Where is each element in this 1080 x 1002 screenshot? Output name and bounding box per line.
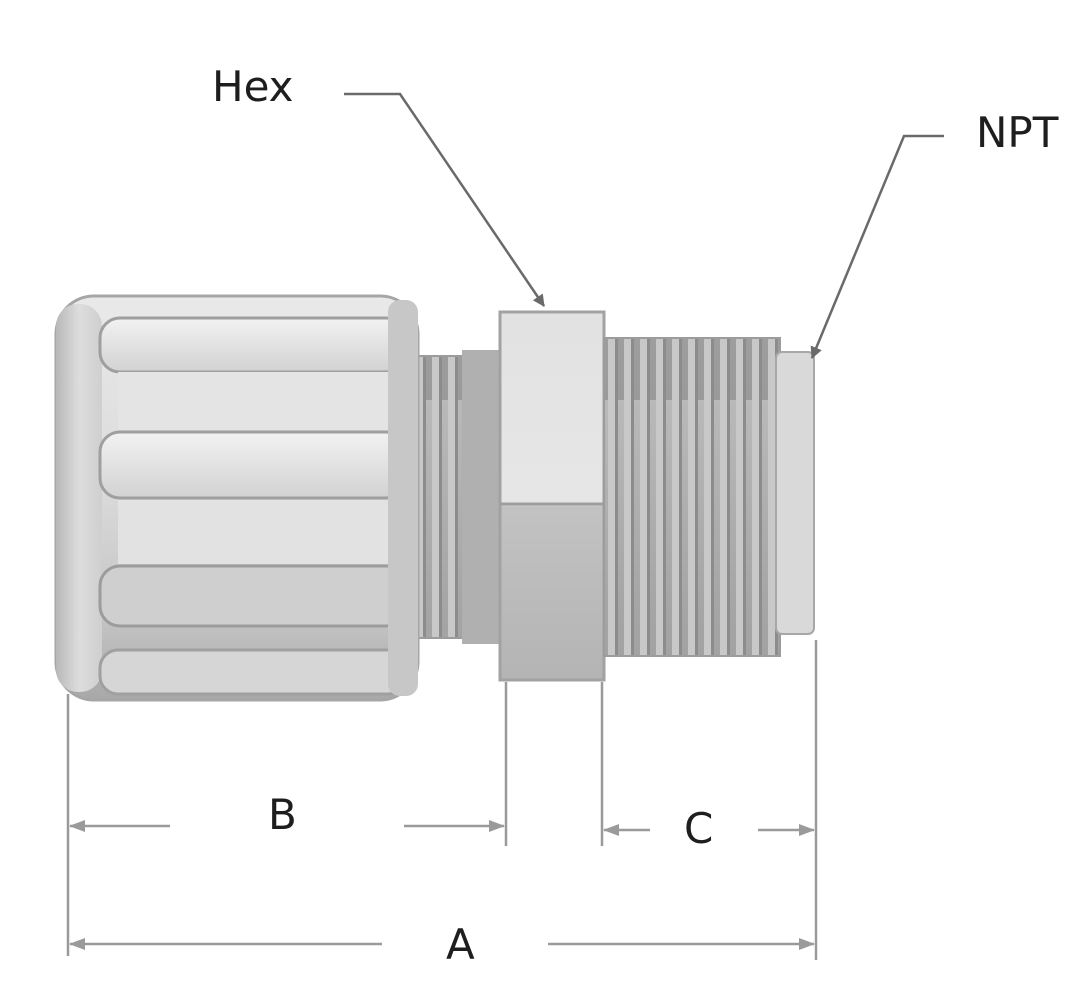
- npt-leader-line: [810, 134, 944, 359]
- npt-thread: [603, 337, 815, 657]
- hex-body: [498, 310, 606, 682]
- compression-fitting-illustration: [54, 294, 815, 702]
- dimension-b-label: B: [268, 790, 297, 839]
- leader-lines: [344, 92, 944, 359]
- hex-leader-line: [344, 92, 546, 307]
- knurled-nut: [54, 294, 420, 702]
- dimension-a-label: A: [446, 920, 475, 969]
- dimension-lines: [69, 820, 815, 950]
- npt-label: NPT: [976, 108, 1059, 157]
- extension-lines: [66, 640, 818, 960]
- dimension-c-label: C: [684, 804, 714, 853]
- hex-label: Hex: [212, 62, 294, 111]
